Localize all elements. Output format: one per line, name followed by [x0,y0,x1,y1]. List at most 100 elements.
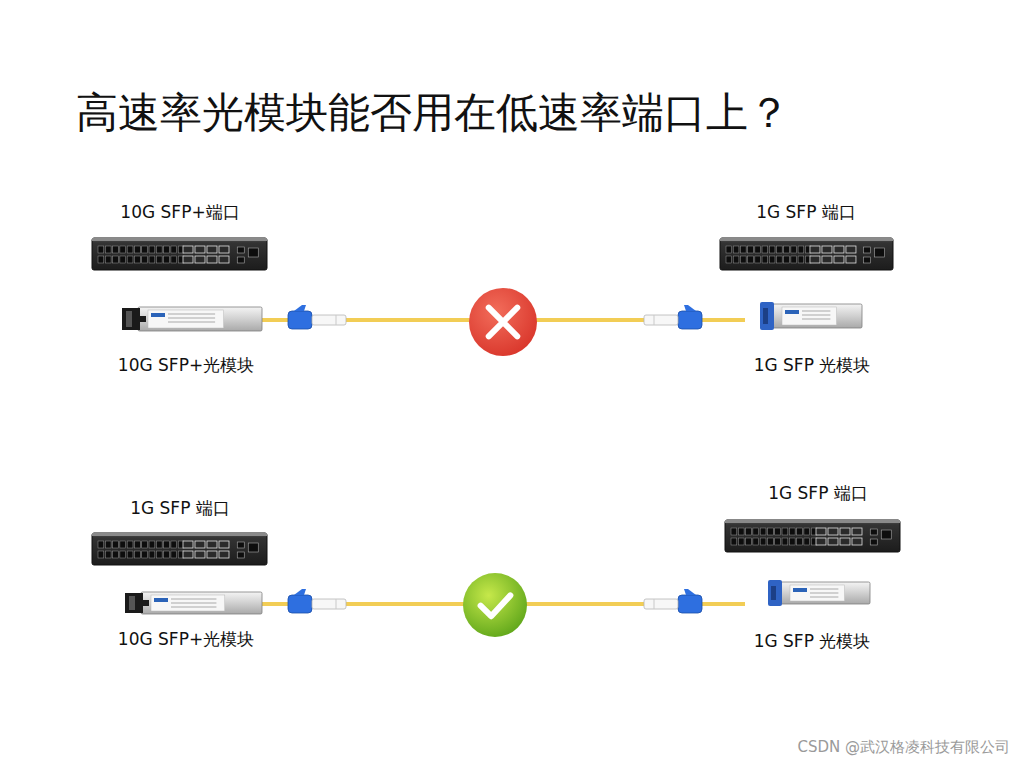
console-port [237,552,244,558]
node-label: 1G SFP 端口 [756,202,856,223]
rj45-port [762,246,768,253]
sfp-cage [183,551,193,558]
sfp-cage [840,538,850,545]
sfp-cage [183,541,193,548]
module-body [772,304,862,328]
node-label: 1G SFP 光模块 [754,355,871,376]
rj45-port [164,256,170,263]
rj45-port [769,246,775,253]
rj45-port [731,528,737,535]
sfp-cage [852,538,862,545]
sfp-plus-module [125,592,262,614]
rj45-port [127,541,133,548]
label-print [168,322,215,323]
switch-device [720,238,893,270]
module-label [148,310,224,328]
rj45-port [726,246,732,253]
sfp-cage [810,256,820,263]
cross-circle [469,288,537,356]
rj45-port [164,246,170,253]
node-label: 10G SFP+端口 [120,202,239,223]
sfp-cage [810,246,820,253]
latch [140,316,146,322]
mgmt-port [875,248,885,257]
rj45-port [98,551,104,558]
node-label: 1G SFP 端口 [130,498,230,519]
node-label: 1G SFP 光模块 [754,631,871,652]
sfp-module [760,302,862,330]
rj45-port [760,528,766,535]
rj45-port [105,541,111,548]
label-print [802,311,830,312]
sfp-cage [834,246,844,253]
module-bail [122,308,140,330]
lc-connector [288,305,346,329]
rj45-port [171,256,177,263]
rj45-port [798,256,804,263]
switch-top-edge [92,533,267,536]
sfp-cage [195,246,205,253]
module-label [151,595,225,611]
label-print [810,593,838,594]
rj45-port [113,551,119,558]
label-print [810,597,838,598]
check-symbol [481,595,511,616]
node-label: 10G SFP+光模块 [118,629,254,650]
rj45-port [746,528,752,535]
rj45-port [120,246,126,253]
mgmt-port [248,543,258,552]
rj45-port [776,256,782,263]
diagram-title: 高速率光模块能否用在低速率端口上？ [76,88,790,138]
rj45-port [748,246,754,253]
node-label: 10G SFP+光模块 [118,355,254,376]
lc-ferrule-housing [312,599,346,609]
rj45-port [142,541,148,548]
rj45-port [738,538,744,545]
mgmt-port [248,248,258,257]
rj45-port [134,541,140,548]
rj45-port [98,541,104,548]
rj45-port [98,246,104,253]
watermark: CSDN @武汉格凌科技有限公司 [797,738,1010,757]
switch-device [92,533,267,565]
switch-body [720,238,893,270]
switch-port: 1G SFP 端口 [718,200,894,272]
lc-receptacle [126,311,132,327]
module-bail [125,593,143,613]
lc-latch [684,589,696,595]
switch-port: 1G SFP 端口 [92,496,268,568]
console-port [864,257,871,263]
module-body [780,582,870,604]
module-logo [793,588,807,592]
rj45-port [776,246,782,253]
rj45-port [171,246,177,253]
rj45-port [782,528,788,535]
rj45-port [98,256,104,263]
sfp-cage [822,256,832,263]
module-body [141,592,262,614]
rj45-port [753,528,759,535]
rj45-port [120,551,126,558]
node-label: 1G SFP 端口 [768,483,868,504]
rj45-port [149,541,155,548]
optical-module: 1G SFP 光模块 [745,300,879,378]
lc-connector [644,305,702,329]
rj45-port [142,551,148,558]
mgmt-port [881,530,891,539]
rj45-port [156,246,162,253]
sfp-cage [840,528,850,535]
lc-connector [644,589,702,613]
rj45-port [120,541,126,548]
label-print [171,599,216,600]
label-print [168,318,215,319]
module-bail [760,302,774,330]
rj45-port [733,256,739,263]
optical-module: 1G SFP 光模块 [745,574,879,654]
sfp-cage [219,256,229,263]
rj45-port [804,538,810,545]
rj45-port [105,256,111,263]
sfp-cage [816,528,826,535]
lc-ring [654,315,655,325]
module-logo [785,310,799,314]
